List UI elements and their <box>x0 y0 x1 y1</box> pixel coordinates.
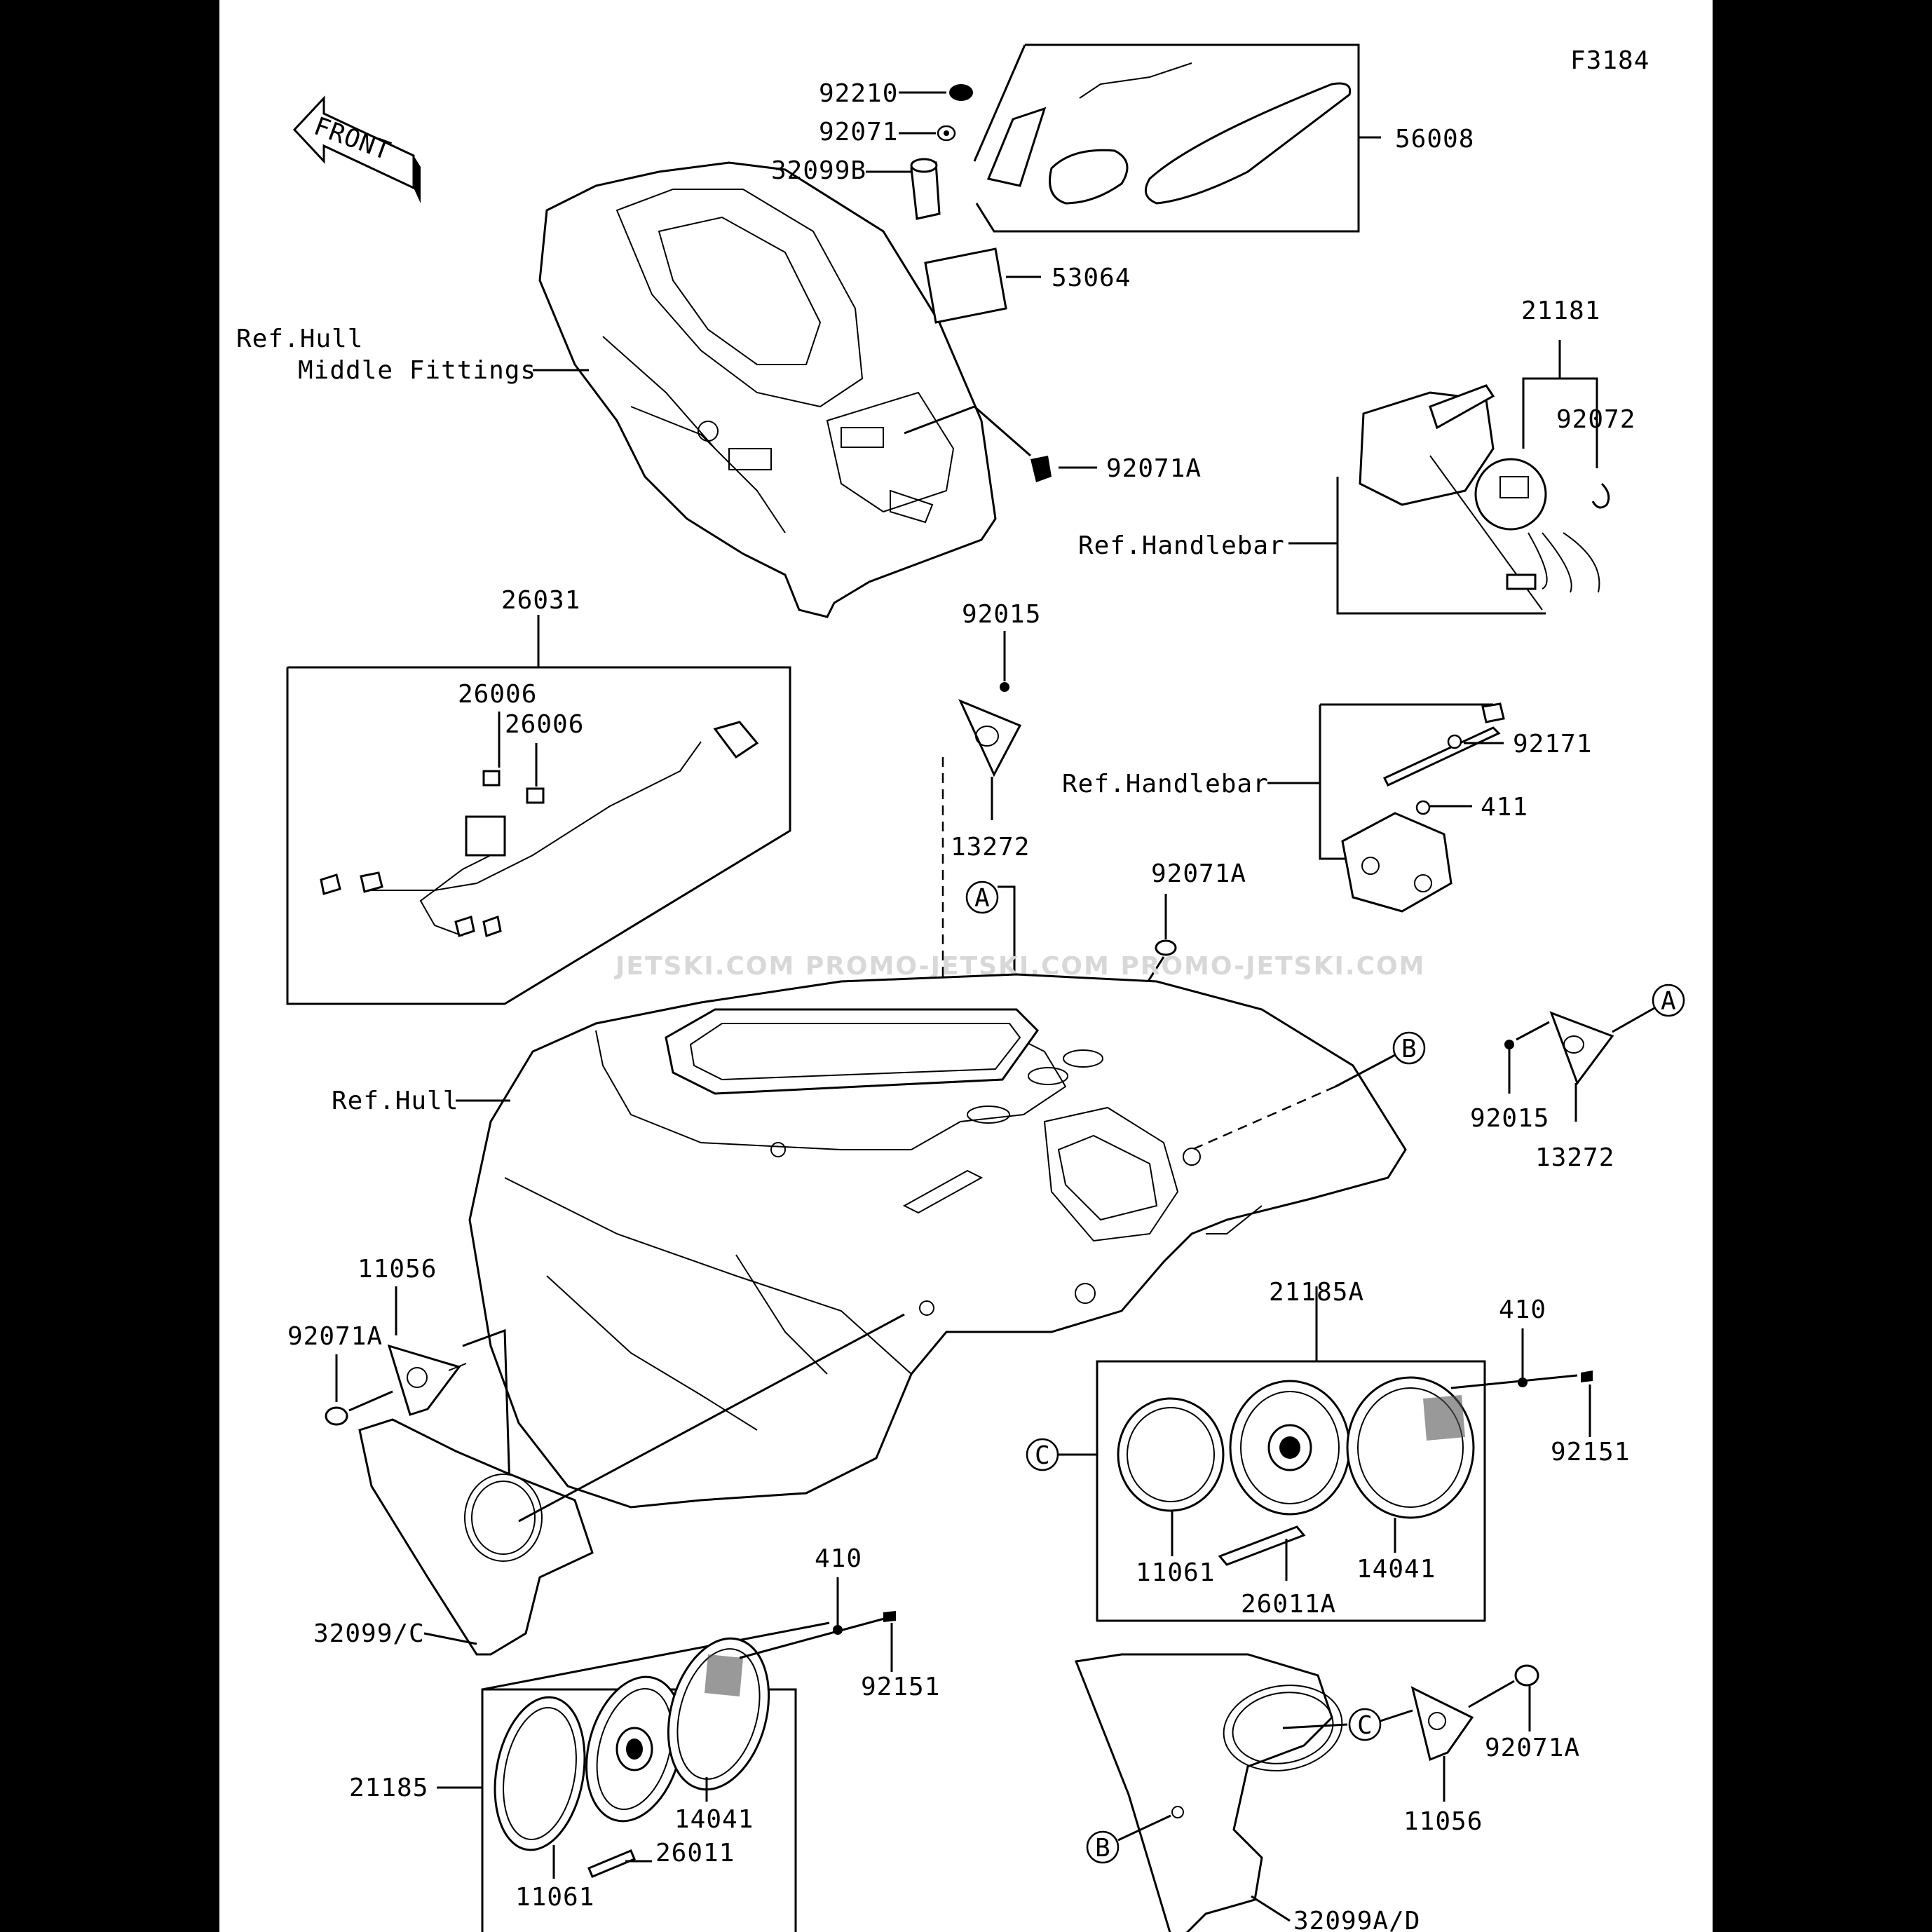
ref-hull: Ref.Hull <box>332 1087 458 1115</box>
part-411: 411 <box>1481 793 1528 822</box>
ref-hull-middle-line2: Middle Fittings <box>298 356 536 385</box>
part-56008: 56008 <box>1395 125 1474 154</box>
svg-text:C: C <box>1357 1711 1373 1740</box>
kit-56008-box <box>973 43 1381 233</box>
part-26006-a: 26006 <box>458 680 537 709</box>
part-26006-b: 26006 <box>505 710 584 739</box>
hull-drawing <box>468 973 1407 1509</box>
part-92151-right: 92151 <box>1551 1438 1630 1467</box>
part-92210: 92210 <box>819 79 898 108</box>
hull-middle-fittings-drawing <box>538 161 997 618</box>
part-32099c: 32099/C <box>313 1619 425 1648</box>
svg-text:A: A <box>1661 987 1677 1016</box>
part-26031: 26031 <box>501 586 580 615</box>
part-13272-top: 13272 <box>951 833 1030 862</box>
callout-a-right <box>1652 984 1685 1017</box>
part-32099b: 32099B <box>771 156 866 185</box>
bracket-11056-right-icon <box>1410 1686 1474 1762</box>
part-92015-top: 92015 <box>962 600 1041 629</box>
harness-26031-box <box>286 615 791 1005</box>
part-21185a: 21185A <box>1269 1278 1364 1307</box>
clip-92071a-top-icon <box>1030 456 1052 482</box>
callout-c-bottom <box>1348 1708 1382 1741</box>
part-11061-left: 11061 <box>515 1883 594 1912</box>
part-21181: 21181 <box>1521 297 1600 325</box>
svg-text:C: C <box>1035 1441 1051 1470</box>
part-11056-right: 11056 <box>1403 1807 1483 1836</box>
part-410-left: 410 <box>815 1544 862 1573</box>
part-92171: 92171 <box>1513 730 1592 758</box>
part-26011: 26011 <box>655 1839 735 1868</box>
grommet-92210-icon <box>949 84 973 101</box>
part-11061-right: 11061 <box>1136 1558 1215 1587</box>
front-arrow-icon: FRONT <box>292 95 421 203</box>
screw-92151-left-icon <box>883 1611 896 1622</box>
part-92071a-top: 92071A <box>1106 454 1202 483</box>
callout-b-top <box>1392 1031 1426 1065</box>
part-53064: 53064 <box>1052 264 1131 292</box>
part-92151-left: 92151 <box>861 1673 940 1701</box>
speaker-housing-right <box>1074 1653 1348 1932</box>
clip-92071a-mid-icon <box>1155 939 1177 956</box>
part-21185: 21185 <box>349 1774 428 1802</box>
ref-hull-middle-line1: Ref.Hull <box>236 325 363 353</box>
svg-text:B: B <box>1401 1035 1417 1063</box>
handlebar-meter-group <box>1288 384 1600 615</box>
part-92071: 92071 <box>819 118 898 147</box>
part-32099ad: 32099A/D <box>1293 1907 1420 1932</box>
gasket-13272-right-icon <box>1549 1011 1614 1086</box>
part-92071a-left: 92071A <box>287 1322 383 1351</box>
speaker-housing-left <box>358 1313 905 1656</box>
svg-text:B: B <box>1095 1834 1111 1863</box>
plate-53064-icon <box>924 247 1007 324</box>
part-410-right: 410 <box>1499 1295 1546 1324</box>
part-26011a: 26011A <box>1241 1590 1336 1619</box>
clip-92071a-left-icon <box>325 1406 348 1426</box>
part-14041-left: 14041 <box>674 1805 754 1834</box>
gasket-13272-top-icon <box>958 699 1022 777</box>
callout-b-bottom <box>1086 1830 1120 1864</box>
figure-id: F3184 <box>1570 46 1649 75</box>
ref-handlebar-2: Ref.Handlebar <box>1062 770 1269 798</box>
washer-92071-icon <box>937 125 956 142</box>
part-92071a-right: 92071A <box>1485 1734 1580 1762</box>
svg-text:A: A <box>974 884 991 913</box>
ref-handlebar-1: Ref.Handlebar <box>1078 531 1285 560</box>
screw-92151-right-icon <box>1581 1370 1593 1382</box>
part-92015-right: 92015 <box>1470 1104 1549 1133</box>
speaker-21185a-assembly <box>1117 1376 1475 1566</box>
part-13272-right: 13272 <box>1535 1143 1614 1172</box>
callout-a-top <box>965 880 999 914</box>
bracket-11056-left-icon <box>387 1344 467 1416</box>
part-92071a-mid: 92071A <box>1151 859 1246 888</box>
part-92072: 92072 <box>1556 405 1635 434</box>
speaker-21185-assembly <box>494 1637 770 1878</box>
handlebar-regulator-group <box>1267 702 1505 913</box>
clip-92071a-right-icon <box>1514 1664 1539 1687</box>
part-11056-left: 11056 <box>358 1255 437 1284</box>
tube-32099b-icon <box>910 158 941 220</box>
part-14041-right: 14041 <box>1356 1555 1436 1584</box>
